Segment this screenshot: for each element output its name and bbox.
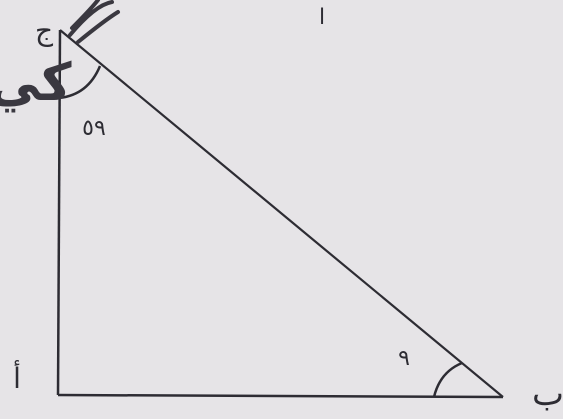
label-vertex-top: ج <box>35 14 54 48</box>
label-angle-right: ٩ <box>398 346 410 371</box>
label-angle-top: ٥٩ <box>82 116 106 141</box>
side-vertical <box>56 29 62 396</box>
side-base <box>57 393 504 399</box>
scribble-mark <box>68 0 120 44</box>
label-vertex-bottom-left: أ <box>13 359 21 395</box>
side-hypotenuse <box>59 29 504 398</box>
label-top-center: ا <box>319 5 325 30</box>
angle-arc-right <box>432 361 463 398</box>
angle-arc-top <box>58 65 102 100</box>
handwritten-mark: كي <box>0 53 72 113</box>
label-vertex-right: ب <box>532 374 563 414</box>
